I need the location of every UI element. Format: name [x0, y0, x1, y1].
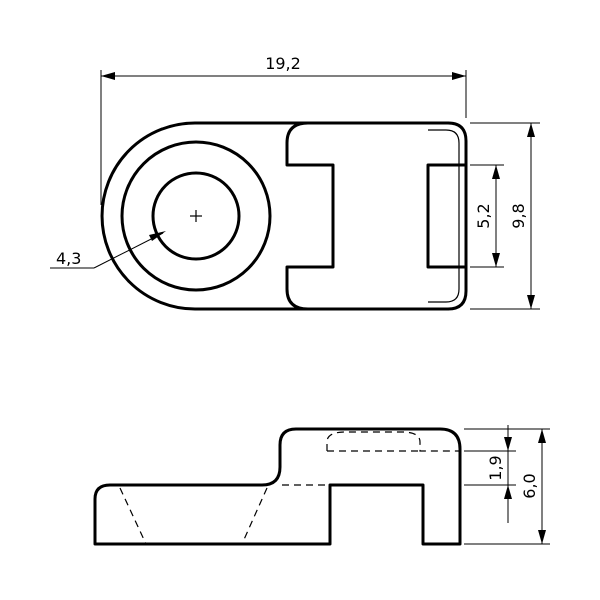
top-view-right-rim — [428, 129, 460, 303]
side-view — [93, 427, 462, 546]
top-view-outline — [100, 121, 468, 311]
channel-left-edge — [285, 121, 335, 311]
top-view — [100, 121, 468, 311]
hole-diameter-label: 4,3 — [56, 249, 81, 268]
mounting-hole — [151, 171, 241, 261]
dimension-slot-width: 5,2 — [470, 164, 504, 268]
overall-height-label: 6,0 — [520, 473, 539, 498]
dimension-hole-diameter: 4,3 — [50, 231, 166, 269]
overall-length-label: 19,2 — [265, 54, 301, 73]
dimension-overall-height: 6,0 — [464, 428, 550, 545]
dimension-base-thickness: 1,9 — [464, 425, 516, 523]
outer-boss-circle — [120, 140, 272, 292]
side-view-outline — [93, 427, 462, 546]
overall-width-label: 9,8 — [509, 203, 528, 228]
right-slot — [426, 163, 468, 269]
base-thickness-label: 1,9 — [486, 455, 505, 480]
slot-width-label: 5,2 — [474, 203, 493, 228]
hidden-boss-left — [119, 487, 147, 545]
dimension-overall-length: 19,2 — [100, 54, 467, 205]
hidden-boss-right — [241, 487, 268, 545]
dimension-overall-width: 9,8 — [470, 122, 540, 310]
hidden-top-recess — [326, 431, 460, 452]
